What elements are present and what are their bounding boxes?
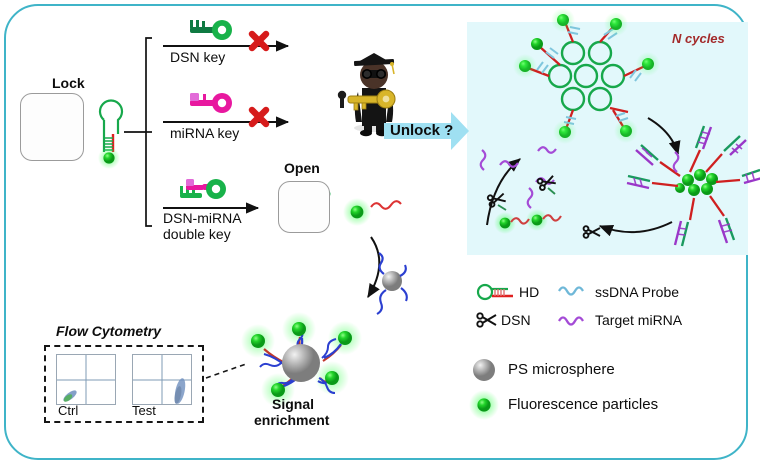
hairpin-icon (98, 99, 124, 169)
legend-microsphere-icon (473, 359, 495, 381)
mirna-key-icon (190, 93, 232, 113)
free-mirna-strands (479, 146, 680, 209)
lock-label: Lock (52, 75, 85, 91)
signal-label-line2: enrichment (254, 412, 330, 428)
legend-dsn-scissors-icon (476, 312, 497, 328)
legend-fluorescence-icon (469, 390, 499, 420)
scientist-icon (337, 53, 396, 137)
lock-box (20, 93, 84, 161)
dsn-key-label: DSN key (170, 49, 226, 65)
hairpin-rosette-icon (513, 8, 660, 144)
unlock-label: Unlock ? (390, 122, 454, 139)
branch-bracket (124, 37, 152, 227)
double-key-label-line2: double key (163, 226, 231, 242)
legend-hd-icon (476, 283, 513, 301)
gold-key-icon (337, 89, 396, 111)
released-particles-panel (494, 209, 562, 234)
fc-test-label: Test (132, 403, 156, 418)
double-key-label-line1: DSN-miRNA (163, 210, 242, 226)
signal-label-line1: Signal (272, 396, 315, 412)
dsn-blocked-x-icon (248, 30, 270, 52)
flow-cytometry-title: Flow Cytometry (56, 323, 162, 339)
legend-mirna-icon (558, 316, 584, 326)
fc-ctrl-label: Ctrl (58, 403, 79, 418)
double-key-icon (180, 179, 226, 199)
cycle-arrows (486, 117, 681, 237)
mirna-key-label: miRNA key (170, 125, 240, 141)
mirna-blocked-x-icon (248, 106, 270, 128)
legend-label-mirna: Target miRNA (595, 312, 683, 328)
scissors-icons (486, 175, 601, 239)
incoming-probe-sphere (376, 252, 408, 315)
duplex-cluster-icon (626, 125, 760, 247)
fc-plot-test[interactable] (132, 354, 192, 405)
legend-label-microsphere: PS microsphere (508, 361, 615, 378)
legend-ssdna-icon (558, 286, 584, 296)
n-cycles-label: N cycles (672, 31, 725, 46)
legend-label-dsn: DSN (501, 312, 531, 328)
legend-label-ssdna: ssDNA Probe (595, 284, 680, 300)
flow-cytometry-box (44, 345, 204, 423)
signal-enrichment-complex (241, 312, 362, 407)
to-microsphere-arrow (367, 236, 381, 299)
legend-label-hd: HD (519, 284, 540, 300)
legend-label-fluorescence: Fluorescence particles (508, 396, 659, 413)
fc-plot-ctrl[interactable] (56, 354, 116, 405)
open-label: Open (284, 160, 320, 176)
fc-leader-line (205, 363, 247, 379)
open-lock-box (278, 181, 330, 233)
released-fluorophore (343, 198, 402, 226)
dsn-key-icon (190, 20, 232, 40)
unlock-arrow-icon (384, 112, 469, 150)
